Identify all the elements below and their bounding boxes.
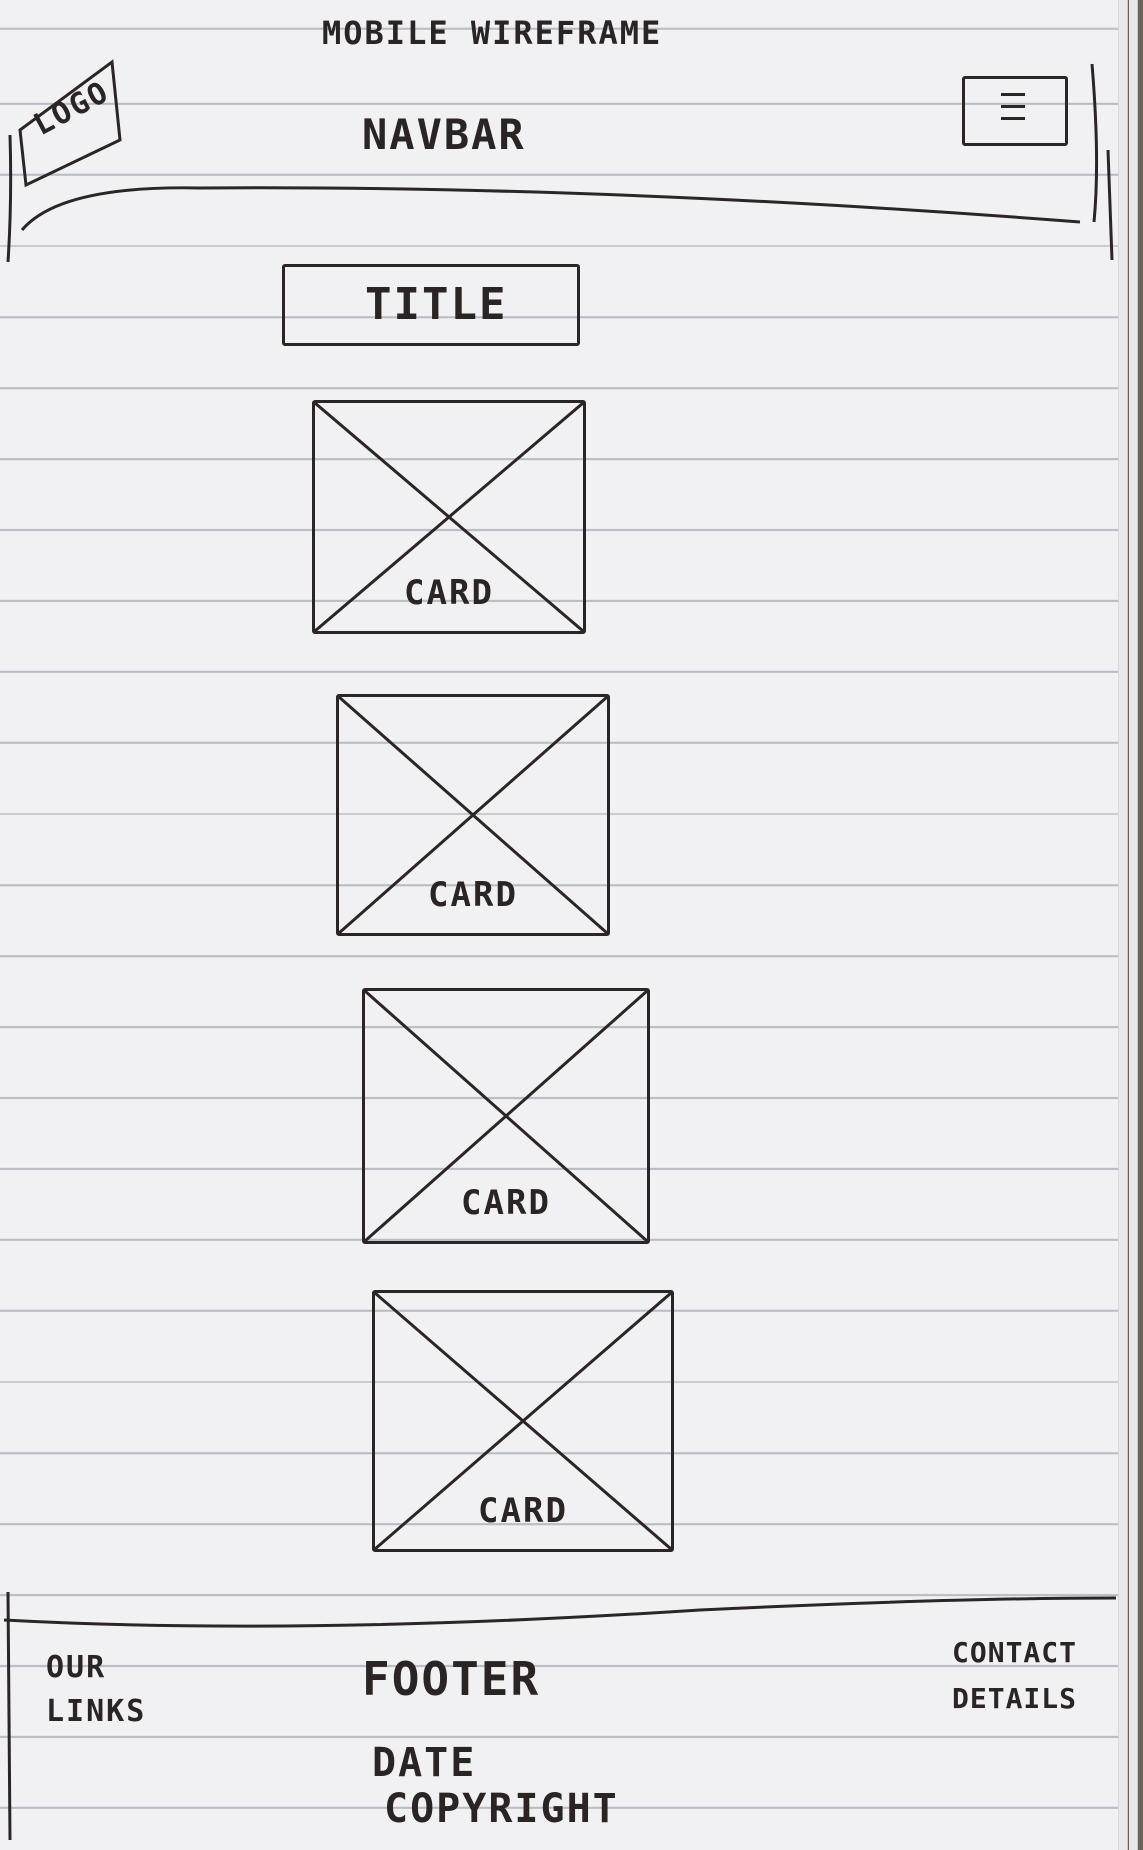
card-label: CARD [461, 1183, 551, 1223]
card-label: CARD [428, 875, 518, 915]
card-label: CARD [404, 573, 494, 613]
card-placeholder: CARD [312, 400, 586, 634]
page-edge [1119, 0, 1128, 1850]
navbar-label: NAVBAR [362, 110, 526, 159]
card-label: CARD [478, 1491, 568, 1531]
hamburger-icon [962, 76, 1068, 146]
footer-copyright: COPYRIGHT [384, 1786, 619, 1832]
navbar-outline [6, 59, 1114, 263]
notebook-page [0, 0, 1119, 1850]
card-placeholder: CARD [362, 988, 650, 1244]
footer-links: OUR LINKS [46, 1650, 147, 1729]
image-placeholder-cross [375, 1293, 671, 1549]
card-placeholder: CARD [372, 1290, 674, 1552]
title-label: TITLE [365, 279, 508, 330]
footer-date: DATE [372, 1740, 477, 1786]
card-placeholder: CARD [336, 694, 610, 936]
image-placeholder-cross [315, 403, 583, 631]
footer-label: FOOTER [362, 1652, 541, 1706]
page-heading: MOBILE WIREFRAME [322, 14, 663, 52]
title-box: TITLE [282, 264, 580, 346]
page-edge [1129, 0, 1138, 1850]
image-placeholder-cross [339, 697, 607, 933]
image-placeholder-cross [365, 991, 647, 1241]
footer-contact: CONTACT DETAILS [952, 1636, 1078, 1715]
footer-outline [3, 1591, 1117, 1841]
